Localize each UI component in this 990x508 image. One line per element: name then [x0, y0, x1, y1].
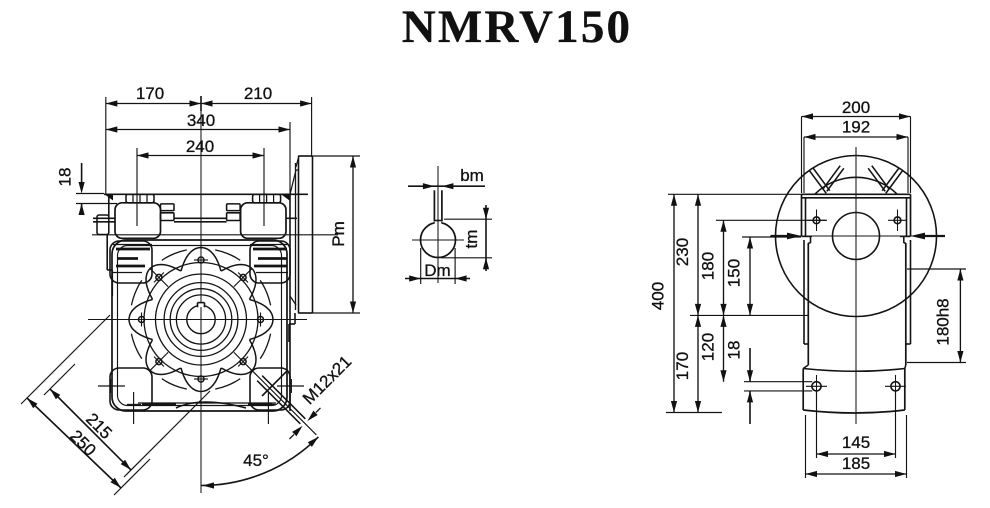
svg-text:400: 400: [649, 282, 668, 310]
svg-text:210: 210: [244, 84, 272, 103]
svg-text:Pm: Pm: [329, 221, 348, 247]
svg-text:200: 200: [842, 98, 870, 117]
svg-text:45°: 45°: [243, 451, 269, 470]
svg-text:180: 180: [699, 252, 718, 280]
svg-text:180h8: 180h8: [934, 298, 953, 345]
svg-text:18: 18: [56, 168, 75, 187]
svg-text:340: 340: [187, 111, 215, 130]
svg-text:tm: tm: [462, 230, 481, 249]
svg-text:NMRV150: NMRV150: [402, 1, 632, 53]
svg-text:170: 170: [136, 84, 164, 103]
svg-text:170: 170: [673, 352, 692, 380]
svg-text:230: 230: [673, 238, 692, 266]
svg-text:bm: bm: [460, 166, 484, 185]
svg-text:150: 150: [725, 259, 744, 287]
svg-text:185: 185: [842, 454, 870, 473]
svg-text:240: 240: [186, 137, 214, 156]
svg-text:120: 120: [699, 333, 718, 361]
svg-text:192: 192: [842, 118, 870, 137]
svg-text:145: 145: [842, 433, 870, 452]
svg-text:Dm: Dm: [424, 261, 450, 280]
svg-text:18: 18: [725, 341, 744, 360]
